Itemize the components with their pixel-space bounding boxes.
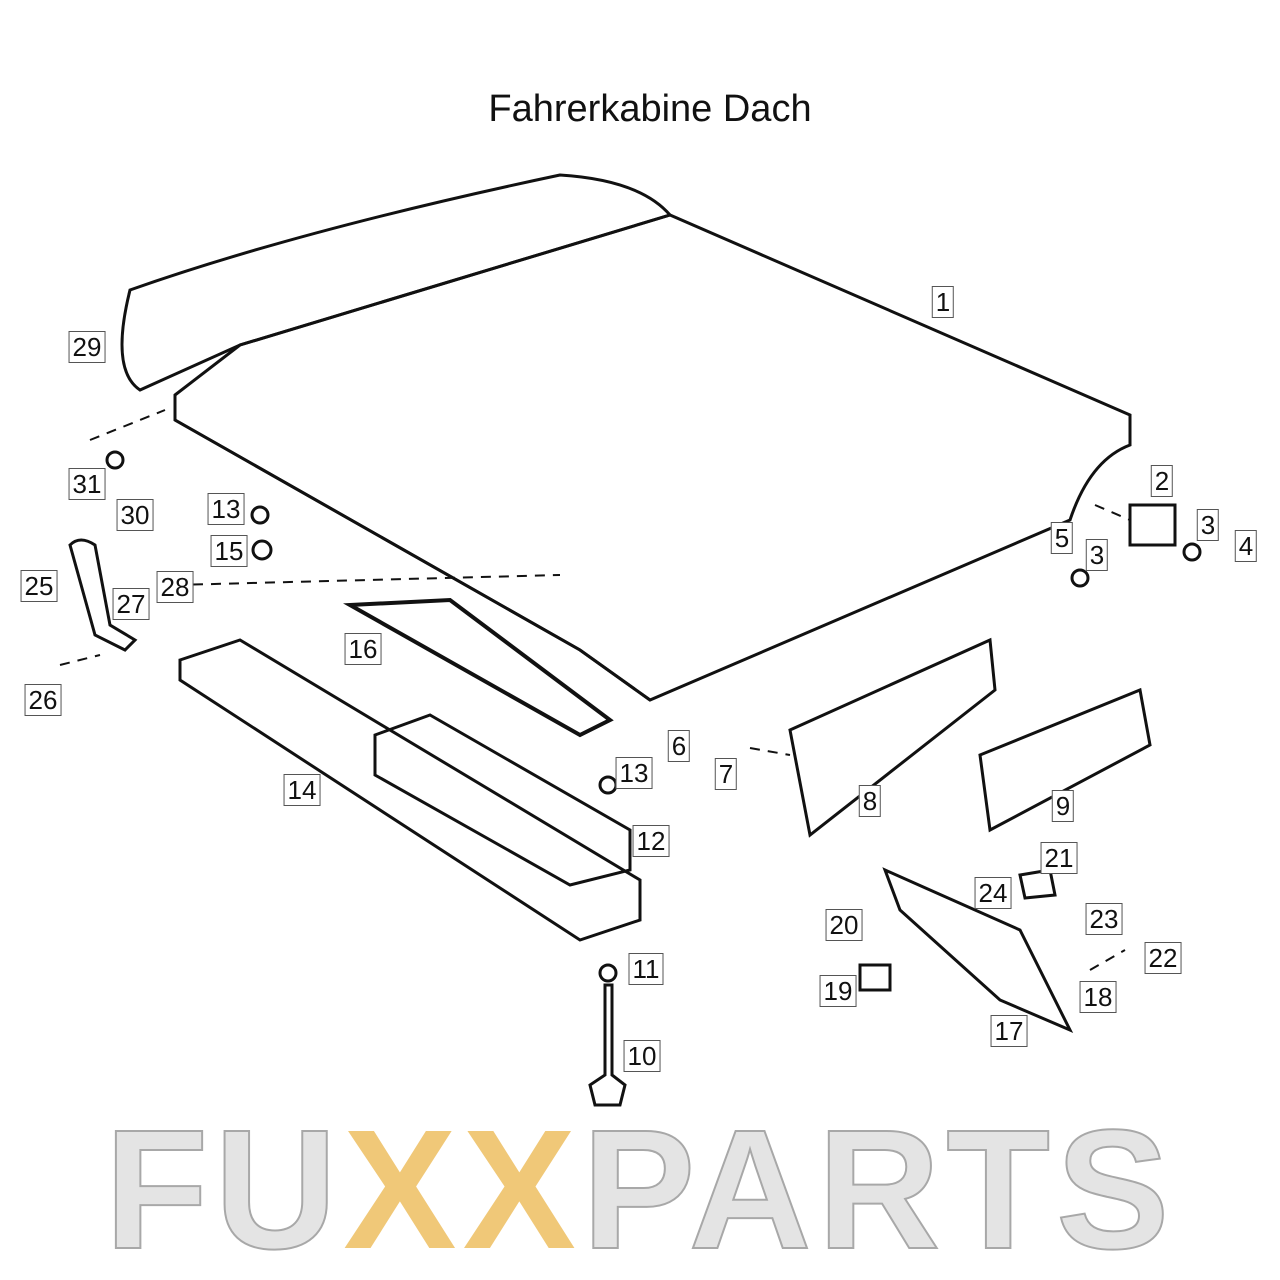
part-label-20: 20 bbox=[825, 909, 863, 941]
part-label-6: 6 bbox=[667, 730, 691, 762]
nut-13b bbox=[598, 775, 618, 795]
part-label-10: 10 bbox=[623, 1040, 661, 1072]
part-label-4: 4 bbox=[1234, 530, 1258, 562]
part-label-16: 16 bbox=[344, 633, 382, 665]
washer-31 bbox=[105, 450, 125, 470]
part-label-9: 9 bbox=[1051, 790, 1075, 822]
part-label-7: 7 bbox=[714, 758, 738, 790]
roof-edge bbox=[174, 418, 651, 702]
light-frame-8 bbox=[788, 637, 997, 838]
rail-14 bbox=[178, 638, 642, 942]
washer-11 bbox=[598, 963, 618, 983]
part-label-18: 18 bbox=[1079, 981, 1117, 1013]
part-label-13b: 13 bbox=[207, 493, 245, 525]
nut-13 bbox=[250, 505, 270, 525]
part-label-13: 13 bbox=[615, 757, 653, 789]
clip-21 bbox=[1018, 868, 1057, 900]
watermark-logo: FUXXPARTS bbox=[0, 1104, 1280, 1276]
watermark-highlight: XX bbox=[343, 1095, 582, 1280]
visor-seal-16 bbox=[343, 597, 614, 738]
part-label-22: 22 bbox=[1144, 942, 1182, 974]
part-label-29: 29 bbox=[68, 331, 106, 363]
roof-panel bbox=[173, 213, 1132, 702]
part-label-11: 11 bbox=[628, 953, 664, 985]
part-label-5: 5 bbox=[1050, 522, 1074, 554]
lens-9 bbox=[978, 687, 1152, 833]
part-label-12: 12 bbox=[632, 825, 670, 857]
bracket-17 bbox=[882, 867, 1074, 1033]
roof-visor bbox=[120, 173, 673, 392]
watermark-suffix: PARTS bbox=[581, 1095, 1176, 1280]
part-label-17: 17 bbox=[990, 1015, 1028, 1047]
part-label-1: 1 bbox=[931, 286, 955, 318]
part-label-15: 15 bbox=[210, 535, 248, 567]
part-label-21: 21 bbox=[1040, 842, 1078, 874]
plate-2 bbox=[1128, 503, 1177, 547]
part-label-8: 8 bbox=[858, 785, 882, 817]
part-label-27: 27 bbox=[112, 588, 150, 620]
nut-3b bbox=[1070, 568, 1090, 588]
part-label-3: 3 bbox=[1196, 509, 1220, 541]
part-label-2: 2 bbox=[1150, 465, 1174, 497]
watermark-prefix: FU bbox=[104, 1095, 344, 1280]
bolt-10 bbox=[588, 983, 627, 1107]
console-12 bbox=[373, 713, 632, 887]
part-label-28: 28 bbox=[156, 571, 194, 603]
cap-15 bbox=[251, 539, 273, 561]
diagram-title: Fahrerkabine Dach bbox=[488, 88, 812, 130]
part-label-14: 14 bbox=[283, 774, 321, 806]
part-label-24: 24 bbox=[974, 877, 1012, 909]
guide-lines bbox=[59, 409, 1131, 971]
part-label-26: 26 bbox=[24, 684, 62, 716]
handle-25 bbox=[68, 538, 138, 652]
part-label-23: 23 bbox=[1085, 903, 1123, 935]
nut-3 bbox=[1182, 542, 1202, 562]
part-label-19: 19 bbox=[819, 975, 857, 1007]
part-label-25: 25 bbox=[20, 570, 58, 602]
part-label-3b: 3 bbox=[1085, 539, 1109, 571]
part-label-31: 31 bbox=[68, 468, 106, 500]
part-19 bbox=[858, 963, 892, 992]
part-label-30: 30 bbox=[116, 499, 154, 531]
